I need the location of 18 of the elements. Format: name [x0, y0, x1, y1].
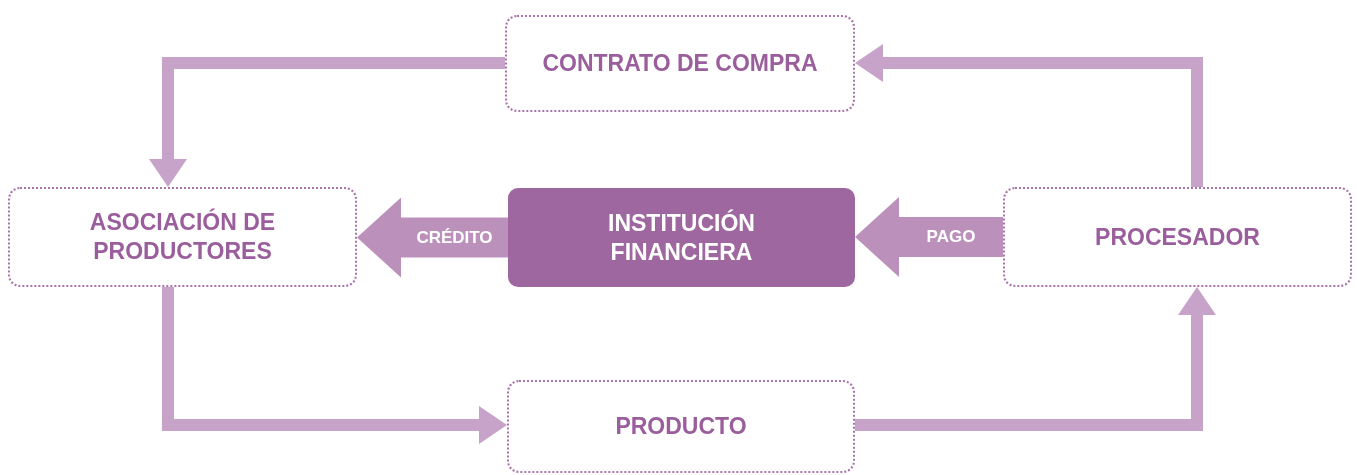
arrow: [855, 287, 1216, 431]
edge-label: CRÉDITO: [416, 227, 493, 248]
arrow: [162, 287, 507, 444]
block-arrow: [855, 197, 1003, 277]
node-label: CONTRATO DE COMPRA: [542, 49, 818, 78]
node-label: PROCESADOR: [1095, 222, 1260, 252]
edge-label: PAGO: [926, 227, 976, 247]
dotted-box: [8, 187, 357, 287]
dotted-box: [505, 15, 855, 112]
node-label: ASOCIACIÓN DE PRODUCTORES: [88, 208, 277, 266]
process-box: [508, 188, 855, 287]
dotted-box: [507, 380, 855, 473]
dotted-box: [1003, 187, 1352, 287]
arrow: [855, 44, 1203, 187]
node-label: PRODUCTO: [615, 412, 747, 441]
block-arrow: [357, 197, 508, 278]
node-label: INSTITUCIÓN FINANCIERA: [607, 208, 756, 267]
arrow: [149, 57, 505, 187]
